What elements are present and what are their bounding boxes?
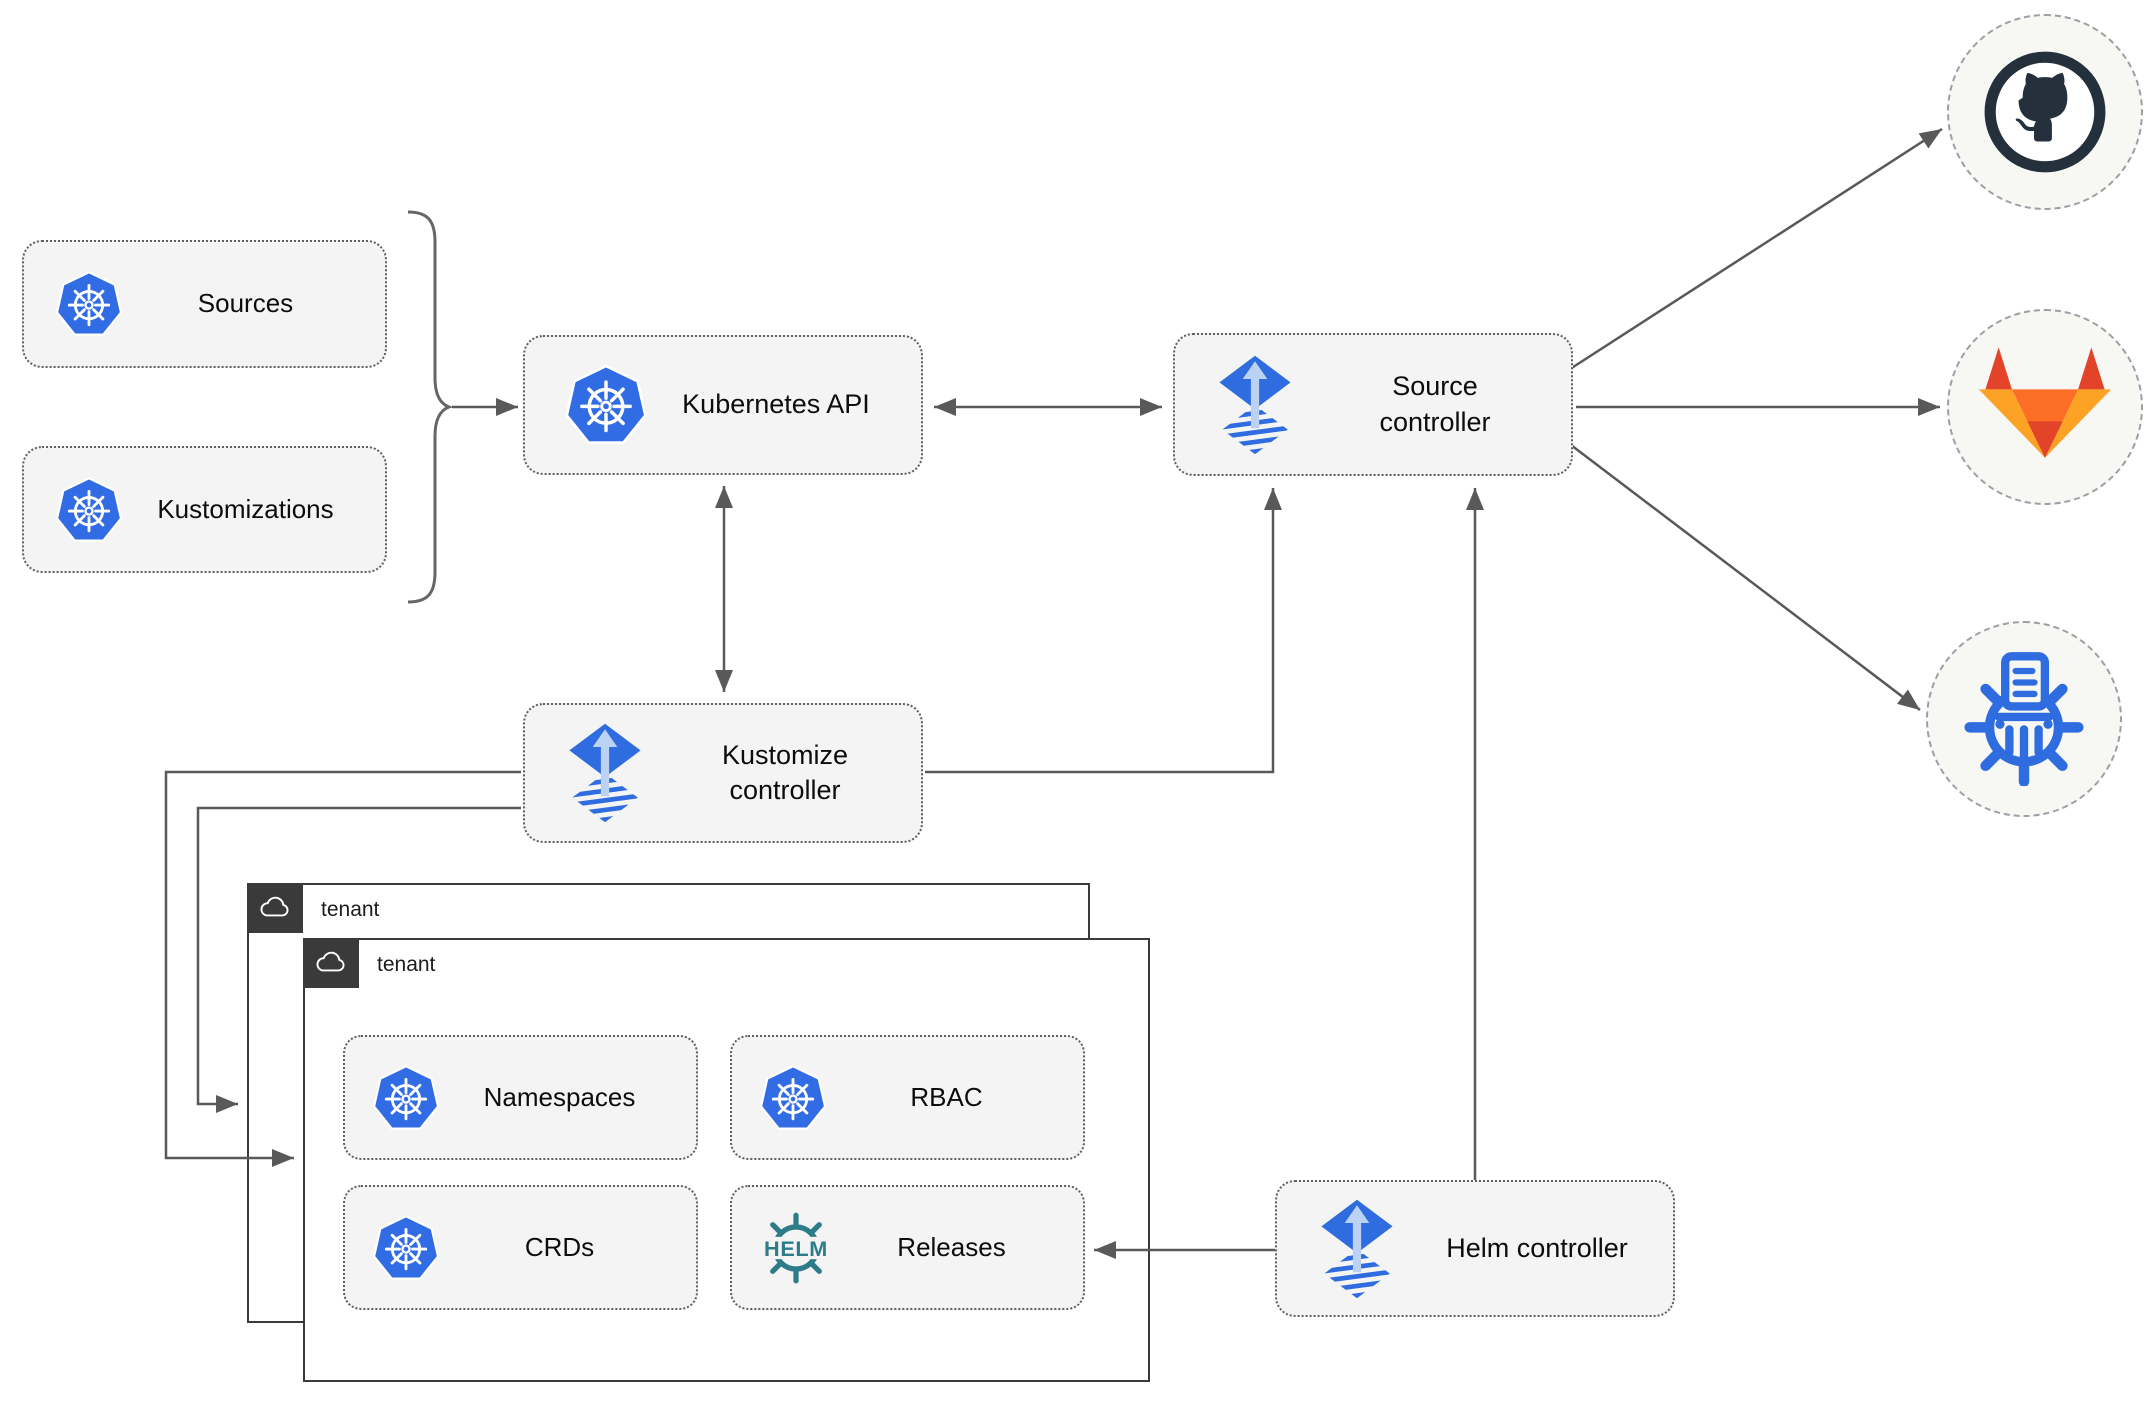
node-label: RBAC [910, 1081, 983, 1112]
kubernetes-icon [371, 1063, 441, 1133]
node-label: Kustomize controller [721, 739, 849, 805]
external-gitlab [1947, 309, 2143, 505]
github-icon [1980, 47, 2110, 177]
kubernetes-icon [371, 1213, 441, 1283]
external-chartmuseum [1926, 621, 2122, 817]
chartmuseum-icon [1953, 652, 2095, 786]
node-label: Helm controller [1446, 1232, 1628, 1263]
flux-icon [1313, 1197, 1401, 1301]
tenant-label: tenant [377, 953, 436, 976]
arrow-kustomize-to-tenant-back [196, 806, 521, 1113]
node-rbac: RBAC [730, 1035, 1085, 1160]
arrow-source-to-github [1566, 127, 1943, 373]
tenant-label: tenant [321, 898, 380, 921]
arrow-kustomize-to-source-controller [925, 488, 1282, 774]
helm-icon [754, 1206, 838, 1290]
node-kustomize-controller: Kustomize controller [523, 703, 923, 843]
node-label: Source controller [1379, 371, 1491, 437]
kubernetes-icon [563, 362, 649, 448]
flux-icon [561, 721, 649, 825]
node-label: Releases [897, 1231, 1006, 1262]
arrow-source-to-chartmuseum [1566, 441, 1921, 711]
kubernetes-icon [54, 269, 124, 339]
node-kustomizations: Kustomizations [22, 446, 387, 573]
node-label: CRDs [524, 1231, 595, 1262]
node-kubernetes-api: Kubernetes API [523, 335, 923, 475]
node-namespaces: Namespaces [343, 1035, 698, 1160]
node-label: Sources [197, 288, 294, 319]
kubernetes-icon [54, 475, 124, 545]
node-sources: Sources [22, 240, 387, 368]
node-label: Kustomizations [157, 493, 334, 524]
node-label: Namespaces [483, 1081, 636, 1112]
kubernetes-icon [758, 1063, 828, 1133]
node-releases: Releases [730, 1185, 1085, 1310]
node-crds: CRDs [343, 1185, 698, 1310]
tenant-badge [247, 883, 303, 933]
arrow-kustomize-to-tenant-front [164, 770, 521, 1167]
tenant-badge [303, 938, 359, 988]
flux-icon [1211, 353, 1299, 457]
grouping-brace [407, 210, 454, 604]
node-label: Kubernetes API [682, 389, 870, 420]
gitlab-icon [1974, 343, 2116, 471]
node-source-controller: Source controller [1173, 333, 1573, 476]
external-github [1947, 14, 2143, 210]
node-helm-controller: Helm controller [1275, 1180, 1675, 1317]
